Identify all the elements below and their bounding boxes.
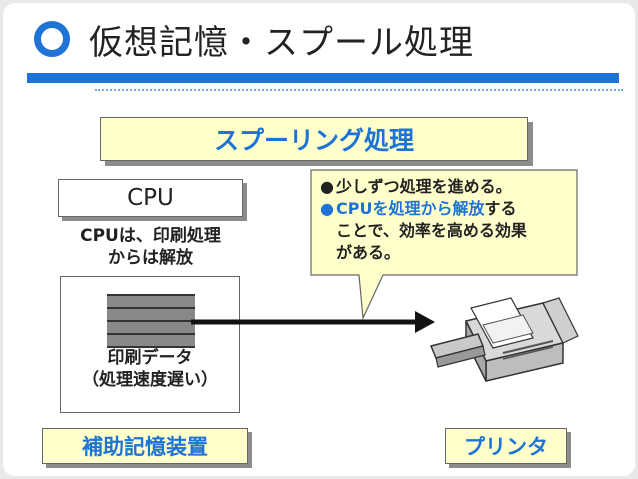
printer-label: プリンタ <box>445 428 567 464</box>
callout-item-2: ● CPUを処理から解放する ことで、効率を高める効果 がある。 <box>320 198 578 264</box>
callout-item-2-line3: がある。 <box>336 242 578 264</box>
callout-item-1: ● 少しずつ処理を進める。 <box>320 176 578 198</box>
callout-item-2-text: する <box>484 199 516 218</box>
callout-text: ● 少しずつ処理を進める。 ● CPUを処理から解放する ことで、効率を高める効… <box>320 176 578 264</box>
storage-label: 補助記憶装置 <box>42 428 248 464</box>
printer-icon <box>431 298 578 381</box>
arrow-head-icon <box>415 311 435 333</box>
callout-item-2-highlight: CPUを処理から解放 <box>336 199 484 218</box>
callout-item-1-text: 少しずつ処理を進める。 <box>336 177 512 196</box>
bullet-icon: ● <box>320 198 334 220</box>
slide: 仮想記憶・スプール処理 スプーリング処理 CPU CPUは、印刷処理 からは解放… <box>3 3 635 476</box>
bullet-icon: ● <box>320 176 334 198</box>
callout-item-2-line2: ことで、効率を高める効果 <box>336 220 578 242</box>
